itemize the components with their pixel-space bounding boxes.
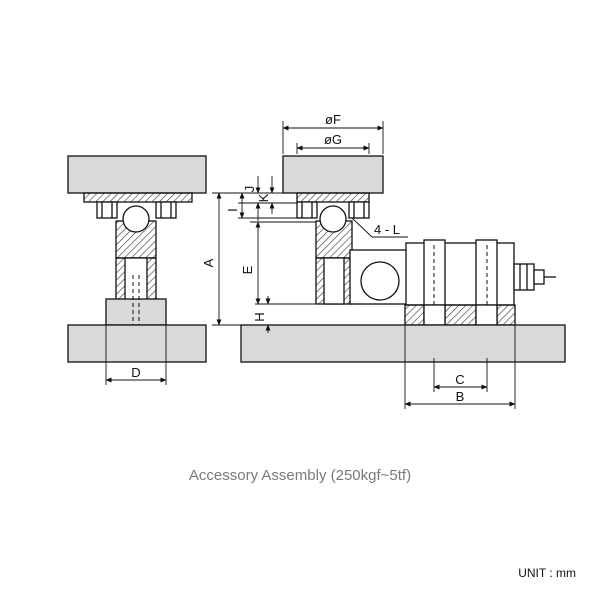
dim-label-L: 4 - L: [374, 222, 400, 237]
load-cell-block: [405, 242, 515, 306]
dim-label-G: øG: [324, 132, 342, 147]
caption: Accessory Assembly (250kgf~5tf): [188, 467, 412, 484]
mount-block-left: [83, 192, 193, 203]
unit-label: UNIT : mm: [518, 566, 576, 580]
ball-right: [319, 205, 347, 233]
dim-label-D: D: [131, 365, 140, 380]
dim-label-K: K: [256, 193, 271, 202]
bolt-head-right-2: [348, 201, 370, 219]
spacer-left: [105, 298, 167, 326]
base-plate-right: [240, 324, 566, 363]
bolt-head-left-1: [96, 201, 118, 219]
dim-label-H: H: [252, 312, 267, 321]
dim-label-F: øF: [325, 112, 341, 127]
dim-label-J: J: [242, 186, 257, 193]
cable-gland: [513, 263, 535, 291]
dim-label-C: C: [455, 372, 464, 387]
front-view: [240, 155, 566, 363]
dimension-lines: [105, 121, 516, 409]
dim-label-I: I: [225, 208, 240, 212]
spacer-right: [404, 304, 516, 326]
base-plate-left: [67, 324, 207, 363]
mount-block-right: [296, 192, 370, 203]
top-plate-left: [67, 155, 207, 194]
dim-label-B: B: [456, 389, 465, 404]
bolt-head-right-1: [296, 201, 318, 219]
side-view: [67, 155, 207, 363]
bolt-head-left-2: [155, 201, 177, 219]
dim-label-E: E: [240, 265, 255, 274]
dim-label-A: A: [201, 258, 216, 267]
ball-left: [122, 205, 150, 233]
top-plate-right: [282, 155, 384, 194]
load-cell-hole: [360, 261, 400, 301]
